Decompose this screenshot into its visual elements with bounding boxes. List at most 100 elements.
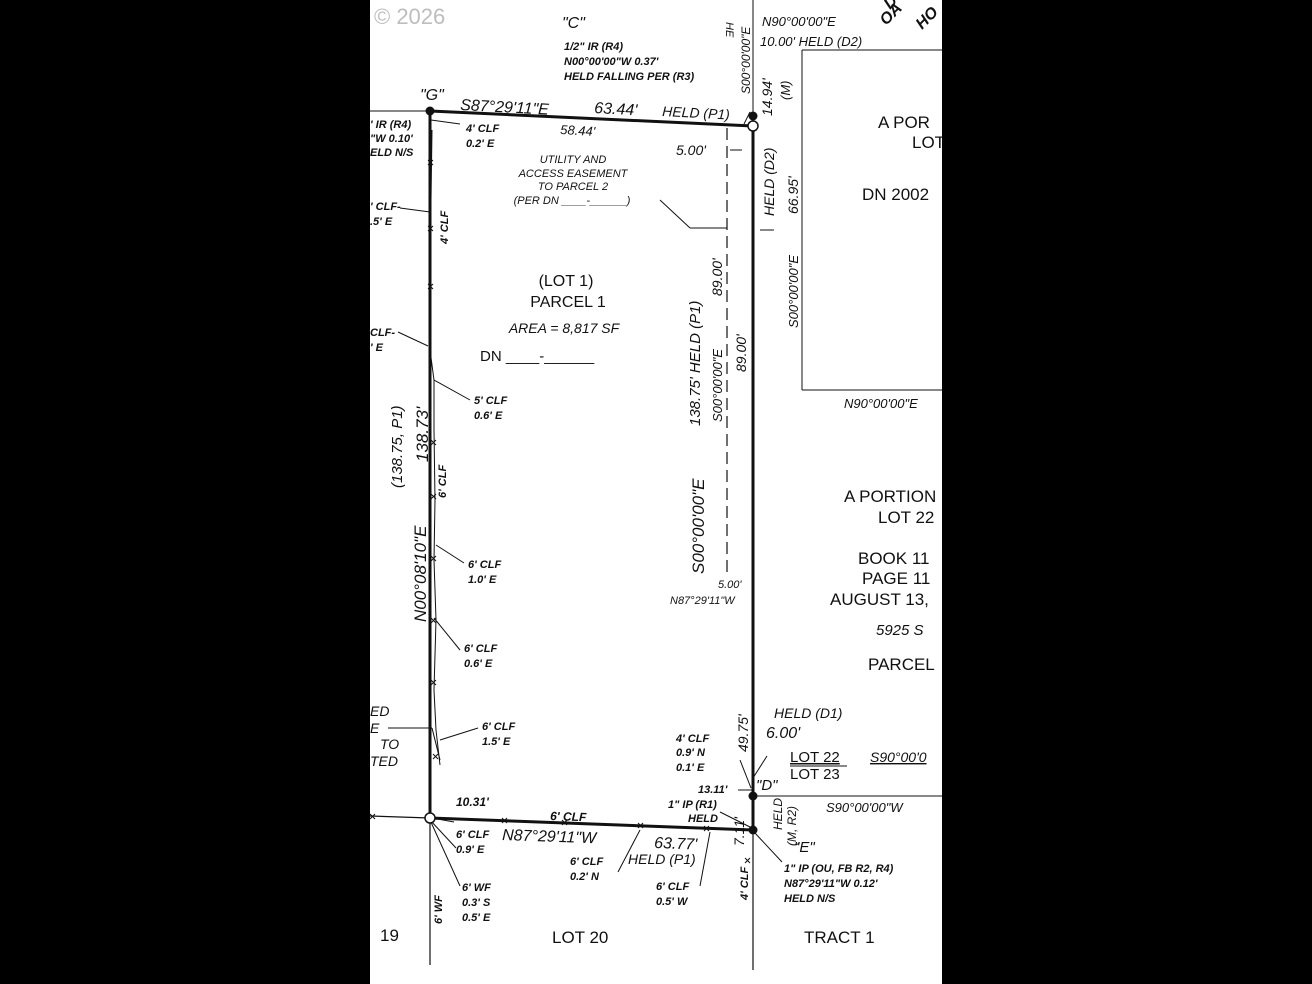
clf6b-offset: 0.6' E (464, 658, 493, 670)
point-g-label: "G" (420, 87, 445, 104)
lot-20: LOT 20 (552, 928, 608, 947)
leader-clf4 (430, 119, 461, 125)
west-ted: TED (370, 753, 398, 769)
d-held-d1: HELD (D1) (774, 705, 842, 721)
leader-e (753, 831, 783, 863)
lot-dn2002: DN 2002 (862, 185, 929, 204)
south-line-extension (370, 815, 431, 819)
point-c-label: "C" (562, 15, 586, 32)
d-lot22: LOT 22 (790, 749, 840, 766)
parcel-area: AREA = 8,817 SF (508, 320, 621, 336)
lot-parcel: PARCEL (868, 655, 935, 674)
leader-clf6-sc (699, 831, 711, 887)
east-4975: 49.75' (735, 713, 751, 752)
leader-clf-a (399, 207, 431, 213)
south-bearing: N87°29'11"W (502, 827, 598, 847)
s-1031: 10.31' (456, 795, 490, 809)
parcel-lot: (LOT 1) (539, 273, 594, 290)
east-mr2: (M, R2) (785, 806, 799, 846)
east-500: 5.00' (676, 142, 707, 158)
leader-wf (429, 819, 461, 887)
leader-clf6-sb (617, 829, 641, 873)
lot-22: LOT 22 (878, 508, 934, 527)
point-c-note-3: HELD FALLING PER (R3) (564, 71, 695, 83)
monument-c (747, 120, 759, 132)
west-ed: ED (370, 703, 389, 719)
d-lot23: LOT 23 (790, 766, 840, 783)
leader-clf5 (433, 379, 471, 401)
west-heldns-note: ELD N/S (370, 147, 414, 159)
leader-clf6-s (429, 819, 457, 849)
point-d-label: "D" (756, 777, 778, 794)
s-clf6a-label: 6' CLF (456, 829, 489, 841)
south-boundary-line (429, 816, 754, 832)
leader-clf6c (439, 727, 479, 741)
east-bearing-upper: S00°00'00"E (786, 255, 801, 328)
clf4-label: 4' CLF (465, 123, 499, 135)
east-711: 7.11' (731, 816, 747, 846)
monument-d (748, 791, 758, 801)
s-clf6b-offset: 0.2' N (570, 871, 600, 883)
s-clf6a-offset: 0.9' E (456, 844, 485, 856)
west-w010-note: "W 0.10' (370, 133, 413, 145)
leader-clf6a (435, 544, 465, 564)
point-c-note-1: 1/2" IR (R4) (564, 41, 623, 53)
letters-ho: HO (913, 3, 942, 32)
easement-bottom-width: 5.00' (718, 579, 742, 591)
point-e-label: "E" (794, 839, 815, 856)
ne-bearing: N90°00'00"E (762, 14, 836, 29)
fence-crosses (370, 159, 751, 864)
d-s90w: S90°00'00"W (826, 800, 904, 815)
lot-a-por: A POR (878, 113, 930, 132)
d-clf-e: 0.1' E (676, 762, 705, 774)
d-held: HELD (688, 813, 718, 825)
west-e: E (370, 720, 380, 736)
leader-600 (752, 755, 768, 779)
west-fence-line (429, 129, 441, 766)
clf6-vertical: 6' CLF (437, 465, 449, 498)
easement-note-4: (PER DN ____-______) (514, 195, 631, 207)
lot-a-portion: A PORTION (844, 487, 936, 506)
west-record: (138.75, P1) (389, 405, 406, 488)
monument-e (748, 825, 758, 835)
clf6a-label: 6' CLF (468, 559, 501, 571)
clf6c-offset: 1.5' E (482, 736, 511, 748)
clf4-offset: 0.2' E (466, 138, 495, 150)
easement-note-1: UTILITY AND (540, 154, 607, 166)
tract-1: TRACT 1 (804, 928, 875, 947)
plat-sheet: © 2026 (370, 0, 942, 984)
east-1494: 14.94' (759, 77, 775, 116)
s-wf-vertical: 6' WF (433, 895, 445, 924)
d-s90: S90°00'0 (870, 749, 927, 765)
south-held: HELD (P1) (628, 851, 696, 867)
easement-8900-a: 89.00' (709, 257, 725, 296)
s-clf6c-offset: 0.5' W (656, 896, 689, 908)
clf6c-label: 6' CLF (482, 721, 515, 733)
east-m: (M) (778, 81, 793, 101)
s-clf6c-label: 6' CLF (656, 881, 689, 893)
leader-clf6b (433, 617, 461, 651)
s-clf6: 6' CLF (550, 809, 587, 824)
lot-19: 19 (380, 926, 399, 945)
lot-august: AUGUST 13, (830, 590, 929, 609)
s-clf4-vertical: 4' CLF (739, 867, 751, 901)
clf6a-offset: 1.0' E (468, 574, 497, 586)
ne-distance: 10.00' HELD (D2) (760, 34, 862, 49)
clf-vertical: 4' CLF (439, 211, 451, 245)
east-bearing: S00°00'00"E (689, 478, 708, 574)
south-distance: 63.77' (654, 835, 699, 854)
label-he: HE (723, 22, 735, 38)
parcel-name: PARCEL 1 (530, 294, 606, 311)
west-to: TO (380, 736, 399, 752)
lot-book: BOOK 11 (858, 549, 930, 568)
west-bearing: N00°08'10"E (411, 525, 430, 622)
lot-lot: LOT (912, 133, 942, 152)
d-clf-n: 0.9' N (676, 747, 706, 759)
east-held-d2: HELD (D2) (761, 148, 777, 216)
d-ip: 1" IP (R1) (668, 799, 717, 811)
north-bearing: S87°29'11"E (460, 97, 550, 119)
north-distance: 63.44' (594, 100, 639, 119)
clf5-offset: 0.6' E (474, 410, 503, 422)
lot-page: PAGE 11 (862, 569, 930, 588)
clf6b-label: 6' CLF (464, 643, 497, 655)
